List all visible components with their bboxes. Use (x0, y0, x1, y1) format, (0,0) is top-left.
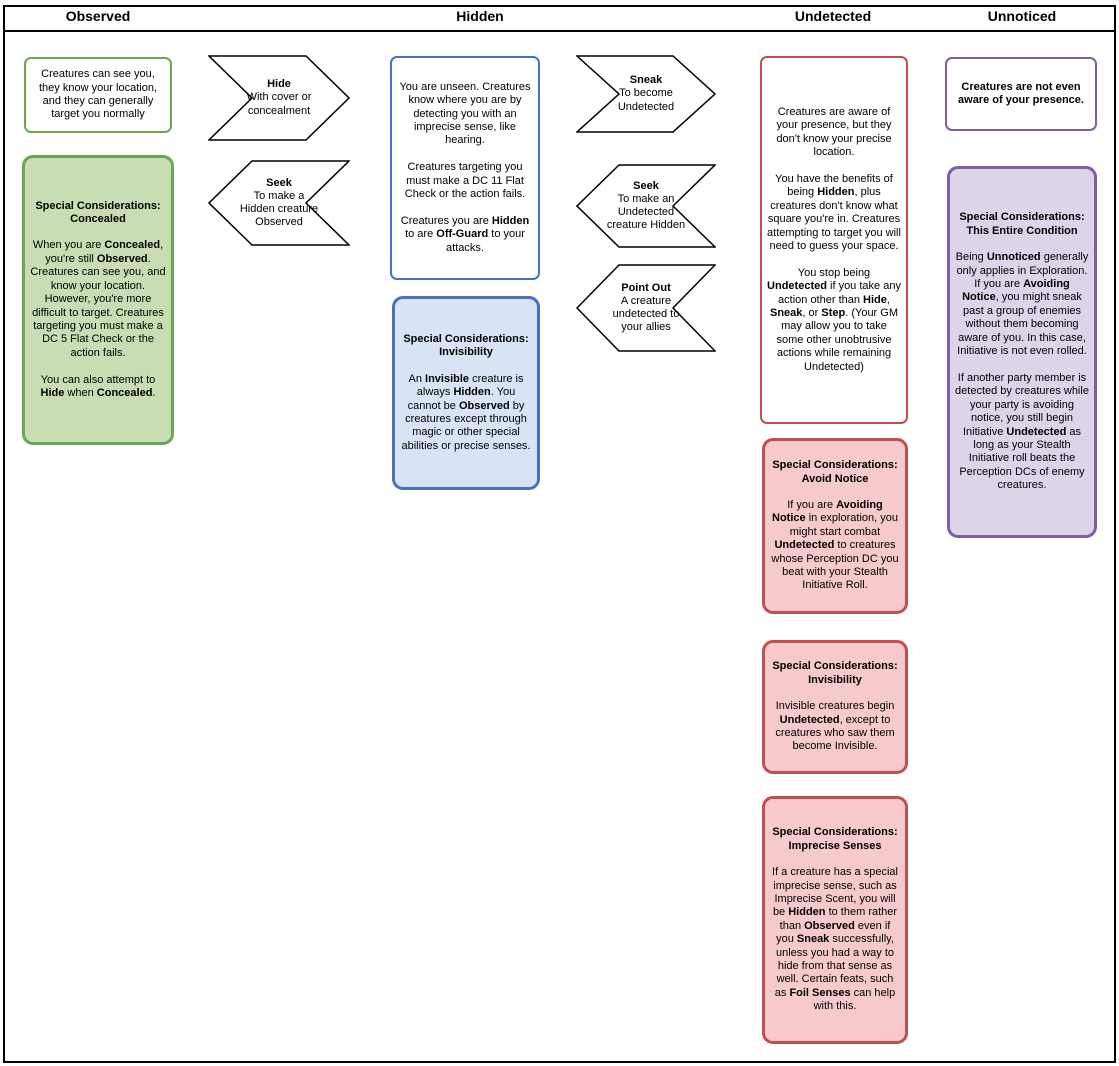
observed-special-concealed-box: Special Considerations: Concealed When y… (22, 155, 174, 445)
column-header-observed: Observed (65, 8, 131, 24)
undetected-invisibility-title: Special Considerations: Invisibility (772, 660, 898, 686)
undetected-avoid-title: Special Considerations: Avoid Notice (772, 459, 898, 485)
arrow-hide-shape (208, 55, 350, 141)
undetected-special-imprecise-senses-box: Special Considerations: Imprecise Senses… (762, 796, 908, 1044)
arrow-seek-to-observed: Seek To make a Hidden creature Observed (208, 160, 350, 246)
arrow-point-out-title: Point Out (621, 281, 671, 294)
hidden-special-title: Special Considerations: Invisibility (403, 332, 529, 359)
undetected-main-box: Creatures are aware of your presence, bu… (760, 56, 908, 424)
arrow-seek-to-observed-text: Seek To make a Hidden creature Observed (208, 160, 350, 246)
hidden-special-body: An Invisible creature is always Hidden. … (401, 372, 531, 452)
undetected-special-invisibility-box: Special Considerations: Invisibility Inv… (762, 640, 908, 774)
undetected-special-avoid-notice-box: Special Considerations: Avoid Notice If … (762, 438, 908, 614)
arrow-point-out: Point Out A creature undetected to your … (576, 264, 716, 352)
arrow-sneak-subtitle: To become Undetected (617, 87, 675, 113)
arrow-seek-to-hidden: Seek To make an Undetected creature Hidd… (576, 164, 716, 248)
arrow-hide-subtitle: With cover or concealment (246, 91, 312, 117)
arrow-sneak-title: Sneak (629, 74, 663, 87)
unnoticed-main-text: Creatures are not even aware of your pre… (958, 80, 1084, 106)
hidden-main-text: You are unseen. Creatures know where you… (399, 80, 531, 254)
undetected-invisibility-body: Invisible creatures begin Undetected, ex… (775, 700, 895, 753)
observed-special-title: Special Considerations: Concealed (35, 199, 161, 226)
hidden-special-invisibility-box: Special Considerations: Invisibility An … (392, 296, 540, 490)
arrow-sneak-shape (576, 55, 716, 133)
arrow-hide-text: Hide With cover or concealment (208, 55, 350, 141)
arrow-seek-to-hidden-title: Seek (633, 179, 659, 192)
arrow-seek-to-hidden-subtitle: To make an Undetected creature Hidden (606, 192, 686, 232)
arrow-seek-to-observed-title: Seek (266, 176, 292, 189)
arrow-seek-to-observed-shape (208, 160, 350, 246)
arrow-seek-to-hidden-shape (576, 164, 716, 248)
undetected-main-text: Creatures are aware of your presence, bu… (767, 105, 901, 373)
arrow-hide: Hide With cover or concealment (208, 55, 350, 141)
unnoticed-special-body: Being Unnoticed generally only applies i… (955, 251, 1089, 492)
column-header-unnoticed: Unnoticed (987, 8, 1057, 24)
observed-main-box: Creatures can see you, they know your lo… (24, 57, 172, 133)
arrow-point-out-subtitle: A creature undetected to your allies (612, 294, 680, 334)
undetected-imprecise-body: If a creature has a special imprecise se… (772, 866, 898, 1013)
arrow-point-out-shape (576, 264, 716, 352)
column-header-hidden: Hidden (456, 8, 504, 24)
arrow-point-out-text: Point Out A creature undetected to your … (576, 264, 716, 352)
column-header-undetected: Undetected (794, 8, 872, 24)
undetected-avoid-body: If you are Avoiding Notice in exploratio… (771, 498, 899, 592)
arrow-hide-title: Hide (267, 78, 291, 91)
observed-special-body: When you are Concealed, you're still Obs… (30, 239, 166, 399)
unnoticed-main-box: Creatures are not even aware of your pre… (945, 57, 1097, 131)
arrow-seek-to-observed-subtitle: To make a Hidden creature Observed (239, 189, 319, 229)
hidden-main-box: You are unseen. Creatures know where you… (390, 56, 540, 280)
arrow-sneak: Sneak To become Undetected (576, 55, 716, 133)
arrow-seek-to-hidden-text: Seek To make an Undetected creature Hidd… (576, 164, 716, 248)
unnoticed-special-title: Special Considerations: This Entire Cond… (959, 211, 1085, 237)
observed-main-text: Creatures can see you, they know your lo… (38, 68, 157, 121)
undetected-imprecise-title: Special Considerations: Imprecise Senses (772, 826, 898, 852)
unnoticed-special-condition-box: Special Considerations: This Entire Cond… (947, 166, 1097, 538)
arrow-sneak-text: Sneak To become Undetected (576, 55, 716, 133)
header-divider-line (3, 30, 1116, 32)
